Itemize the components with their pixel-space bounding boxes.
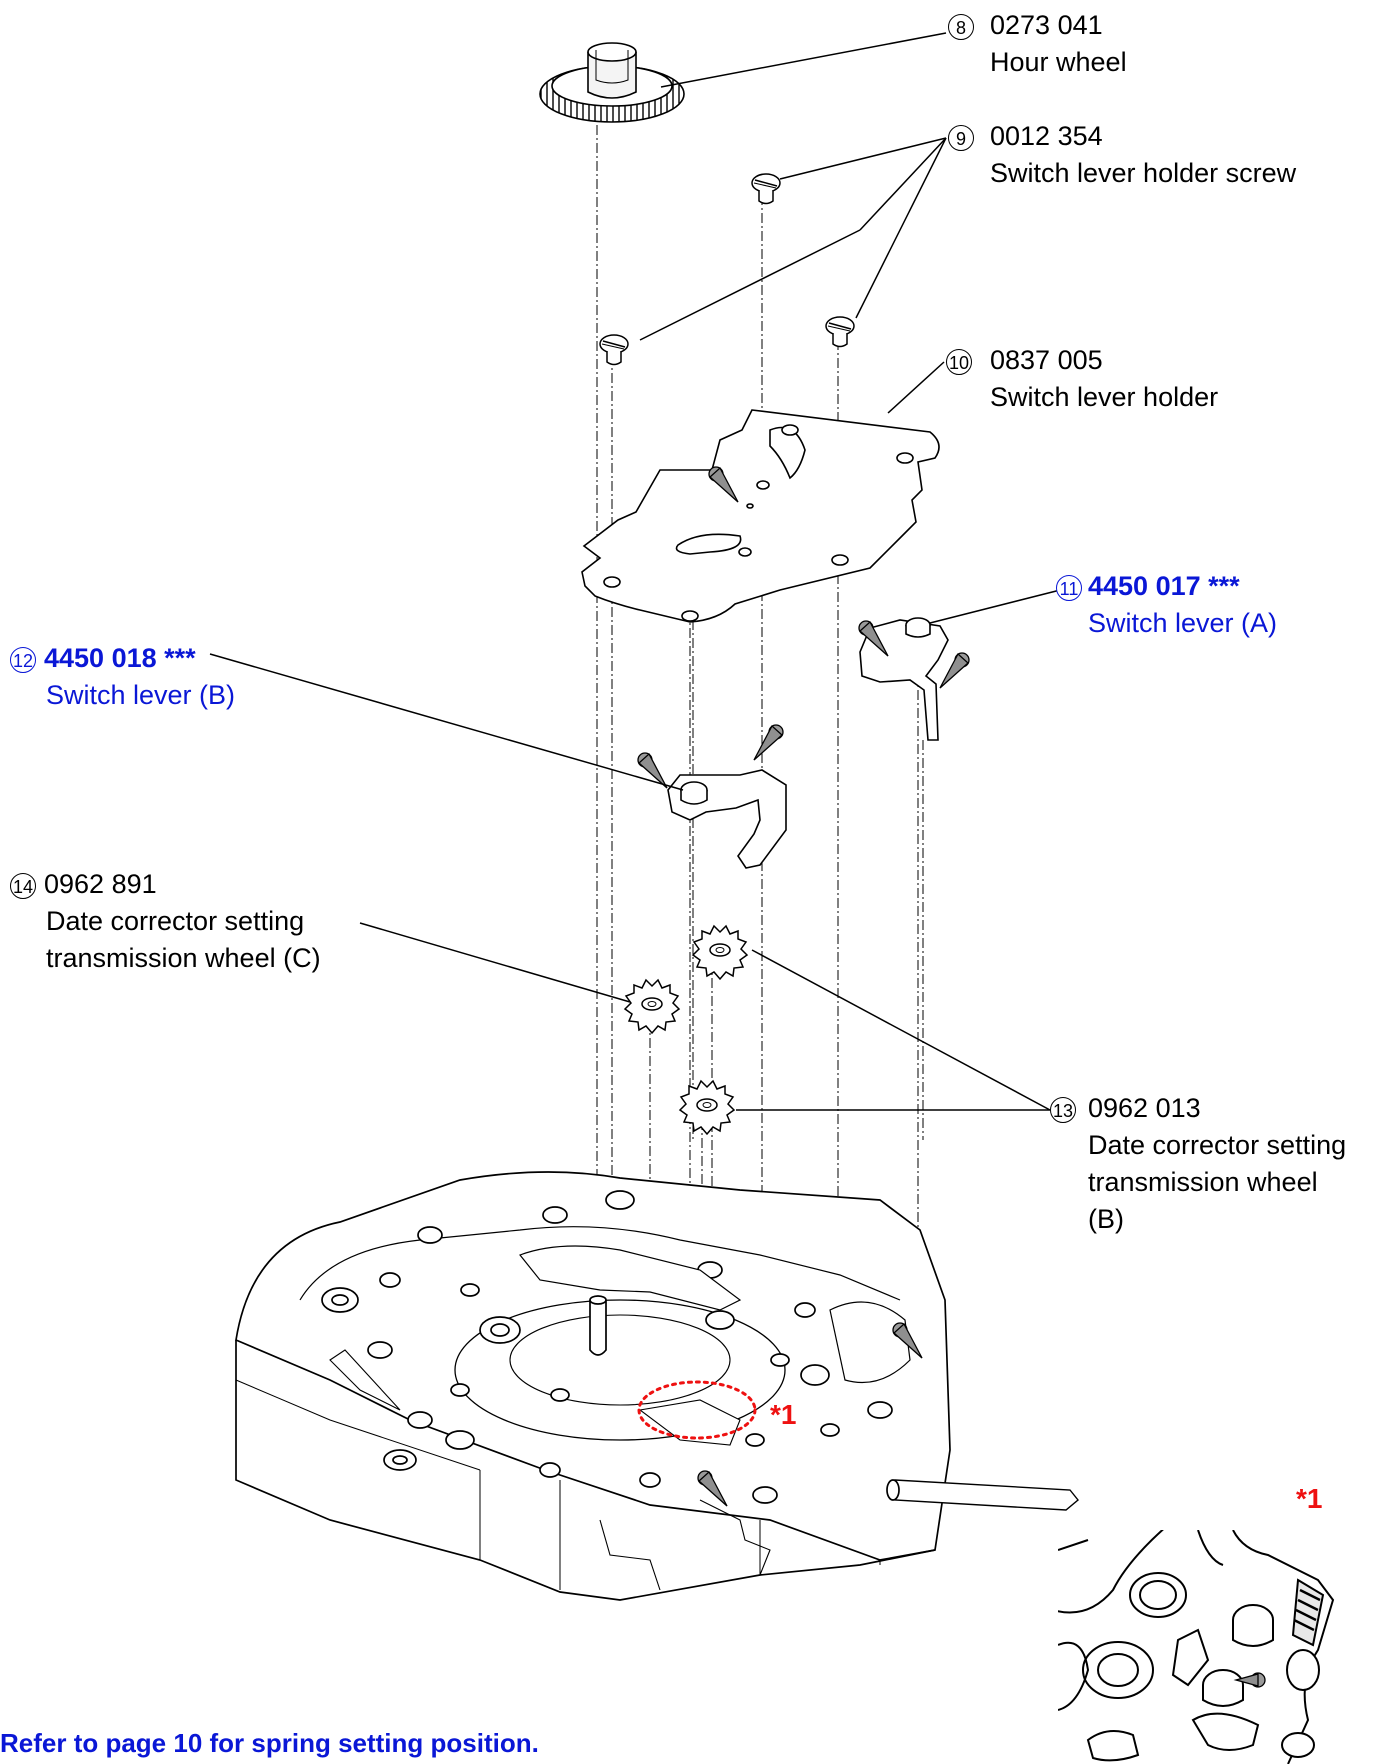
transmission-wheel-b-upper xyxy=(692,925,748,980)
part-code-14: 0962 891 xyxy=(44,869,157,899)
part-code-10: 0837 005 xyxy=(990,345,1103,375)
part-name-14-line1: Date corrector setting xyxy=(46,906,305,936)
detail-inset-label: *1 xyxy=(1296,1483,1323,1514)
leader-lines xyxy=(209,32,1077,1111)
part-code-13: 0962 013 xyxy=(1088,1093,1201,1123)
switch-lever-holder xyxy=(581,409,940,623)
oil-mark-lever-b-2 xyxy=(753,724,784,761)
part-label-9: 9 0012 354 Switch lever holder screw xyxy=(948,118,1297,192)
part-number-8: 8 xyxy=(948,14,974,40)
part-number-14: 14 xyxy=(10,873,36,899)
part-name-10: Switch lever holder xyxy=(990,382,1219,412)
switch-lever-b xyxy=(667,769,787,869)
spring-setting-note: Refer to page 10 for spring setting posi… xyxy=(0,1728,539,1758)
oil-mark-lever-a-2 xyxy=(939,652,970,689)
part-name-12: Switch lever (B) xyxy=(46,680,236,710)
screw-right xyxy=(825,316,855,348)
part-code-9: 0012 354 xyxy=(990,121,1103,151)
part-code-8: 0273 041 xyxy=(990,10,1103,40)
screw-left xyxy=(599,334,629,366)
screw-top xyxy=(751,173,781,205)
part-name-11: Switch lever (A) xyxy=(1088,608,1278,638)
part-label-13: 13 0962 013 Date corrector setting trans… xyxy=(1048,1090,1346,1238)
part-number-13: 13 xyxy=(1050,1097,1076,1123)
oil-mark-lever-b-1 xyxy=(637,752,668,789)
movement-base xyxy=(235,1171,1079,1601)
part-label-12: 12 4450 018 *** Switch lever (B) xyxy=(8,640,235,714)
part-name-14-line2: transmission wheel (C) xyxy=(46,943,321,973)
part-name-9: Switch lever holder screw xyxy=(990,158,1297,188)
part-name-13-line1: Date corrector setting xyxy=(1088,1130,1347,1160)
part-label-14: 14 0962 891 Date corrector setting trans… xyxy=(8,866,321,977)
transmission-wheel-b-lower xyxy=(679,1080,735,1135)
detail-marker-ellipse xyxy=(637,1380,757,1440)
part-name-13-line2: transmission wheel xyxy=(1088,1167,1318,1197)
hour-wheel xyxy=(539,42,685,123)
part-code-12: 4450 018 *** xyxy=(44,643,196,673)
detail-inset xyxy=(1058,1530,1348,1764)
part-number-12: 12 xyxy=(10,647,36,673)
part-number-9: 9 xyxy=(948,125,974,151)
detail-marker-label: *1 xyxy=(770,1399,797,1430)
part-number-10: 10 xyxy=(946,349,972,375)
part-label-10: 10 0837 005 Switch lever holder xyxy=(946,342,1219,416)
transmission-wheel-c xyxy=(624,979,680,1034)
part-name-8: Hour wheel xyxy=(990,47,1127,77)
part-name-13-line3: (B) xyxy=(1088,1204,1124,1234)
part-code-11: 4450 017 *** xyxy=(1088,571,1240,601)
part-label-8: 8 0273 041 Hour wheel xyxy=(948,7,1127,81)
part-number-11: 11 xyxy=(1056,575,1082,601)
part-label-11: 11 4450 017 *** Switch lever (A) xyxy=(1048,568,1277,642)
